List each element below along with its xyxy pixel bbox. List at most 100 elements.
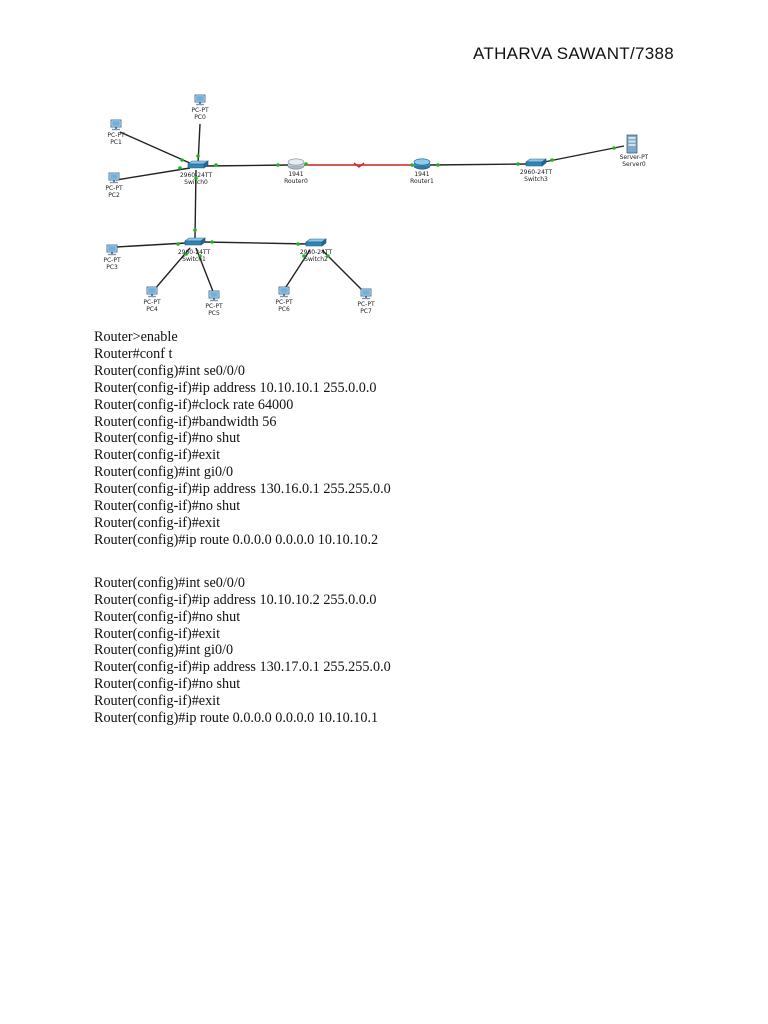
device-name-label: Server0: [622, 161, 646, 168]
device-switch3[interactable]: 2960-24TT Switch3: [520, 158, 553, 183]
pc-icon: [360, 288, 372, 300]
config-line: Router(config-if)#bandwidth 56: [94, 413, 277, 430]
config-line: Router(config-if)#ip address 130.16.0.1 …: [94, 481, 391, 498]
device-pc4[interactable]: PC-PT PC4: [143, 286, 161, 313]
switch-icon: [305, 238, 327, 247]
link-pc0-switch0: [197, 123, 201, 165]
link-pc2-switch0: [115, 167, 191, 181]
pc-icon: [106, 244, 118, 256]
device-pc6[interactable]: PC-PT PC6: [275, 286, 293, 313]
device-type-label: PC-PT: [103, 257, 121, 264]
router-icon: [287, 158, 305, 170]
device-pc0[interactable]: PC-PT PC0: [191, 94, 209, 121]
link-switch0-router0: [205, 164, 289, 167]
link-pc1-switch0: [119, 131, 193, 165]
config-line: Router(config)#ip route 0.0.0.0 0.0.0.0 …: [94, 710, 379, 727]
pc-icon: [278, 286, 290, 298]
links: [115, 123, 625, 295]
device-type-label: 1941: [288, 171, 303, 178]
device-type-label: PC-PT: [191, 107, 209, 114]
config-line: Router(config)#int gi0/0: [94, 642, 234, 659]
block-spacer: [94, 549, 391, 575]
device-type-label: PC-PT: [105, 185, 123, 192]
pc-icon: [110, 119, 122, 131]
device-name-label: PC6: [278, 306, 290, 313]
serial-zigzag: [353, 162, 365, 168]
device-name-label: PC4: [146, 306, 158, 313]
switch-icon: [525, 158, 547, 167]
config-line: Router(config-if)#no shut: [94, 608, 241, 625]
config-line: Router(config-if)#exit: [94, 693, 221, 710]
device-router0[interactable]: 1941 Router0: [284, 158, 308, 185]
device-name-label: PC3: [106, 264, 118, 271]
device-name-label: PC1: [110, 139, 122, 146]
device-type-label: PC-PT: [143, 299, 161, 306]
config-line: Router(config)#int se0/0/0: [94, 574, 245, 591]
config-line: Router(config)#ip route 0.0.0.0 0.0.0.0 …: [94, 531, 379, 548]
device-pc3[interactable]: PC-PT PC3: [103, 244, 121, 271]
device-name-label: PC5: [208, 310, 220, 317]
device-switch0[interactable]: 2960-24TT Switch0: [180, 160, 213, 186]
config-line: Router(config-if)#no shut: [94, 498, 241, 515]
device-switch1[interactable]: 2960-24TT Switch1: [178, 237, 211, 263]
config-line: Router(config-if)#ip address 10.10.10.2 …: [94, 591, 377, 608]
link-switch0-switch1: [194, 169, 197, 239]
device-type-label: PC-PT: [275, 299, 293, 306]
config-line: Router(config-if)#no shut: [94, 676, 241, 693]
config-line: Router(config-if)#exit: [94, 514, 221, 531]
router-config-commands: Router>enable Router#conf t Router(confi…: [94, 329, 391, 727]
device-type-label: PC-PT: [357, 301, 375, 308]
pc-icon: [108, 172, 120, 184]
config-line: Router(config-if)#clock rate 64000: [94, 396, 294, 413]
author-header: ATHARVA SAWANT/7388: [473, 44, 674, 63]
link-pc4-switch1: [153, 247, 191, 291]
link-status-dots: [176, 146, 616, 258]
device-type-label: PC-PT: [205, 303, 223, 310]
config-line: Router(config-if)#exit: [94, 625, 221, 642]
config-line: Router#conf t: [94, 345, 173, 362]
device-switch2[interactable]: 2960-24TT Switch2: [300, 238, 333, 263]
device-pc5[interactable]: PC-PT PC5: [205, 290, 223, 317]
link-router1-switch3: [429, 163, 529, 166]
config-line: Router(config-if)#ip address 130.17.0.1 …: [94, 659, 391, 676]
device-type-label: PC-PT: [107, 132, 125, 139]
device-type-label: 2960-24TT: [180, 172, 213, 179]
device-pc1[interactable]: PC-PT PC1: [107, 119, 125, 146]
config-line: Router>enable: [94, 329, 178, 345]
device-router1[interactable]: 1941 Router1: [410, 158, 434, 185]
device-name-label: Router0: [284, 178, 308, 185]
device-pc7[interactable]: PC-PT PC7: [357, 288, 375, 315]
device-type-label: Server-PT: [620, 154, 648, 161]
link-switch3-server0: [543, 145, 625, 163]
network-topology-diagram: PC-PT PC0 PC-PT PC1 PC-PT PC2 2960-24TT …: [96, 84, 648, 320]
device-type-label: 1941: [414, 171, 429, 178]
device-pc2[interactable]: PC-PT PC2: [105, 172, 123, 199]
router0-config-block: Router>enable Router#conf t Router(confi…: [94, 329, 391, 549]
link-pc3-switch1: [115, 242, 187, 248]
config-line: Router(config-if)#exit: [94, 447, 221, 464]
device-name-label: Switch2: [304, 256, 328, 263]
topology-svg: PC-PT PC0 PC-PT PC1 PC-PT PC2 2960-24TT …: [103, 94, 648, 317]
router1-config-block: Router(config)#int se0/0/0 Router(config…: [94, 575, 391, 727]
config-line: Router(config)#int gi0/0: [94, 464, 234, 481]
device-name-label: Switch0: [184, 179, 208, 186]
config-line: Router(config-if)#no shut: [94, 430, 241, 447]
device-server0[interactable]: Server-PT Server0: [620, 134, 648, 168]
router-icon: [413, 158, 431, 170]
device-name-label: PC0: [194, 114, 206, 121]
config-line: Router(config)#int se0/0/0: [94, 362, 245, 379]
device-name-label: Switch3: [524, 176, 548, 183]
device-name-label: Switch1: [182, 256, 206, 263]
switch-icon: [187, 160, 209, 169]
device-type-label: 2960-24TT: [300, 249, 333, 256]
config-line: Router(config-if)#ip address 10.10.10.1 …: [94, 379, 377, 396]
pc-icon: [194, 94, 206, 106]
device-name-label: Router1: [410, 178, 434, 185]
device-type-label: 2960-24TT: [520, 169, 553, 176]
device-name-label: PC7: [360, 308, 372, 315]
server-icon: [626, 134, 638, 154]
device-type-label: 2960-24TT: [178, 249, 211, 256]
link-switch1-switch2: [203, 241, 309, 245]
pc-icon: [208, 290, 220, 302]
switch-icon: [184, 237, 206, 246]
